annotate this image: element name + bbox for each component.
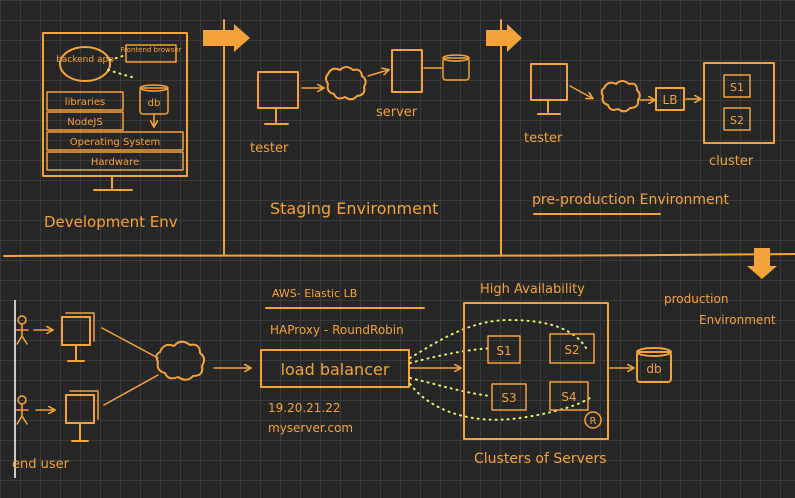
high-availability-label: High Availability — [480, 282, 585, 297]
frontend-browser-box — [125, 44, 177, 63]
dev-db-label: db — [148, 98, 161, 109]
internet-cloud-icon — [325, 66, 367, 101]
prod-s4-label: S4 — [561, 390, 576, 404]
libraries-label: libraries — [65, 97, 105, 108]
internet-cloud-icon — [155, 340, 206, 381]
dev-env: backend app Frontend browser libraries d… — [42, 32, 188, 231]
aws-elb-label: AWS- Elastic LB — [272, 287, 357, 300]
preprod-tester-monitor — [530, 63, 568, 101]
lb-ip-label: 19.20.21.22 — [268, 401, 341, 415]
lb-domain-label: myserver.com — [268, 421, 353, 435]
staging-env: tester server Staging Environment — [250, 49, 470, 218]
prod-db-cylinder — [636, 351, 672, 383]
preprod-s1-label: S1 — [730, 81, 744, 94]
prod-s1-label: S1 — [496, 344, 511, 358]
prod-cluster-caption: Clusters of Servers — [474, 451, 607, 467]
preprod-cloud-icon — [600, 80, 641, 113]
prod-s4-box — [549, 381, 589, 411]
backend-db-link — [107, 69, 136, 79]
big-arrow-right-icon — [203, 24, 250, 52]
load-balancer-label: load balancer — [281, 360, 390, 379]
preprod-cluster-box — [703, 62, 775, 144]
load-balancer-box — [260, 349, 410, 388]
user2-monitor — [65, 394, 95, 424]
hardware-label: Hardware — [91, 157, 139, 168]
os-box — [46, 131, 184, 151]
preprod-s2-label: S2 — [730, 114, 744, 127]
prod-s1-box — [487, 335, 521, 364]
preprod-env: tester LB S1 S2 cluster pre-production E… — [524, 62, 775, 215]
preprod-cluster-label: cluster — [709, 154, 754, 169]
preprod-s2-box — [723, 107, 751, 131]
end-user-label: end user — [12, 457, 70, 472]
lb-to-s1b-link — [409, 347, 493, 364]
prod-s3-box — [491, 383, 527, 411]
user-icon — [15, 315, 29, 345]
prod-env: end user AWS- Elastic LB HAProxy - Round… — [12, 282, 776, 478]
registered-mark-label: R — [590, 416, 597, 427]
haproxy-label: HAProxy - RoundRobin — [270, 323, 404, 337]
preprod-tester-label: tester — [524, 131, 563, 146]
staging-caption: Staging Environment — [270, 199, 438, 218]
hardware-box — [46, 151, 184, 171]
nodejs-box — [46, 111, 124, 131]
staging-db-cylinder — [442, 57, 470, 81]
big-arrow-down-icon — [747, 248, 777, 279]
frontend-browser-label: Frontend browser — [120, 46, 181, 54]
lb-to-s3-link — [409, 377, 491, 397]
preprod-s1-box — [723, 74, 751, 98]
user1-monitor — [61, 316, 91, 346]
libraries-box — [46, 91, 124, 111]
preprod-lb-box — [655, 87, 685, 111]
dev-db-cylinder — [139, 87, 169, 115]
backend-app-bubble — [59, 46, 111, 82]
staging-server-box — [391, 49, 423, 93]
prod-caption-line2: Environment — [699, 313, 776, 327]
prod-s3-label: S3 — [501, 391, 516, 405]
prod-db-label: db — [646, 362, 661, 376]
dev-monitor — [42, 32, 188, 177]
lb-to-s4-link — [409, 383, 591, 421]
dev-monitor-stand — [93, 175, 133, 191]
backend-frontend-link — [109, 54, 127, 61]
lb-to-s1-link — [409, 318, 587, 359]
preprod-lb-label: LB — [663, 93, 678, 107]
big-arrow-right-icon — [486, 24, 522, 52]
nodejs-label: NodeJS — [67, 117, 102, 128]
user-icon — [15, 395, 29, 425]
staging-tester-monitor — [257, 71, 299, 109]
os-label: Operating System — [70, 137, 160, 148]
divider-horizontal — [3, 253, 795, 257]
prod-s2-box — [549, 333, 595, 364]
registered-mark-icon — [584, 411, 602, 429]
prod-s2-label: S2 — [564, 343, 579, 357]
preprod-caption: pre-production Environment — [532, 192, 730, 208]
staging-server-label: server — [376, 105, 418, 120]
prod-caption-line1: production — [664, 292, 728, 306]
dev-caption: Development Env — [44, 213, 178, 231]
backend-app-label: backend app — [56, 55, 114, 65]
prod-cluster-box — [463, 302, 609, 440]
staging-tester-label: tester — [250, 141, 289, 156]
